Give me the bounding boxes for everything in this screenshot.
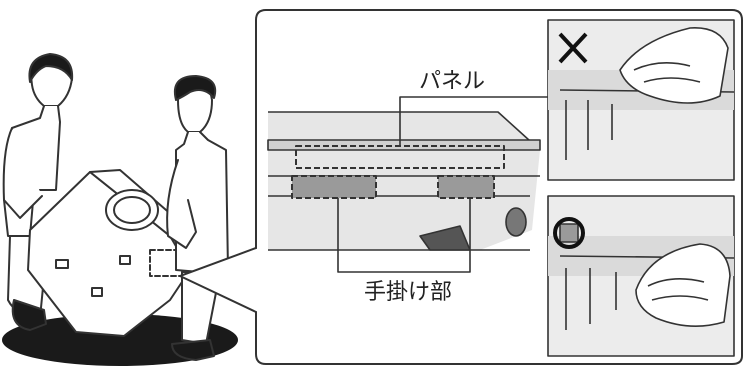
- carrying-scene: [2, 53, 238, 366]
- handle-highlight-left: [291, 175, 377, 199]
- man-right: [166, 75, 229, 361]
- washing-machine: [27, 169, 203, 337]
- panel-label: パネル: [419, 69, 486, 94]
- cross-mark-icon: [558, 32, 588, 64]
- handle-highlight-right: [437, 175, 495, 199]
- circle-mark-icon: [553, 217, 585, 249]
- inset-correct: [547, 195, 735, 357]
- closeup: [267, 96, 548, 273]
- inset-incorrect: [547, 19, 735, 181]
- man-left: [2, 53, 74, 331]
- handle-label: 手掛け部: [364, 280, 453, 305]
